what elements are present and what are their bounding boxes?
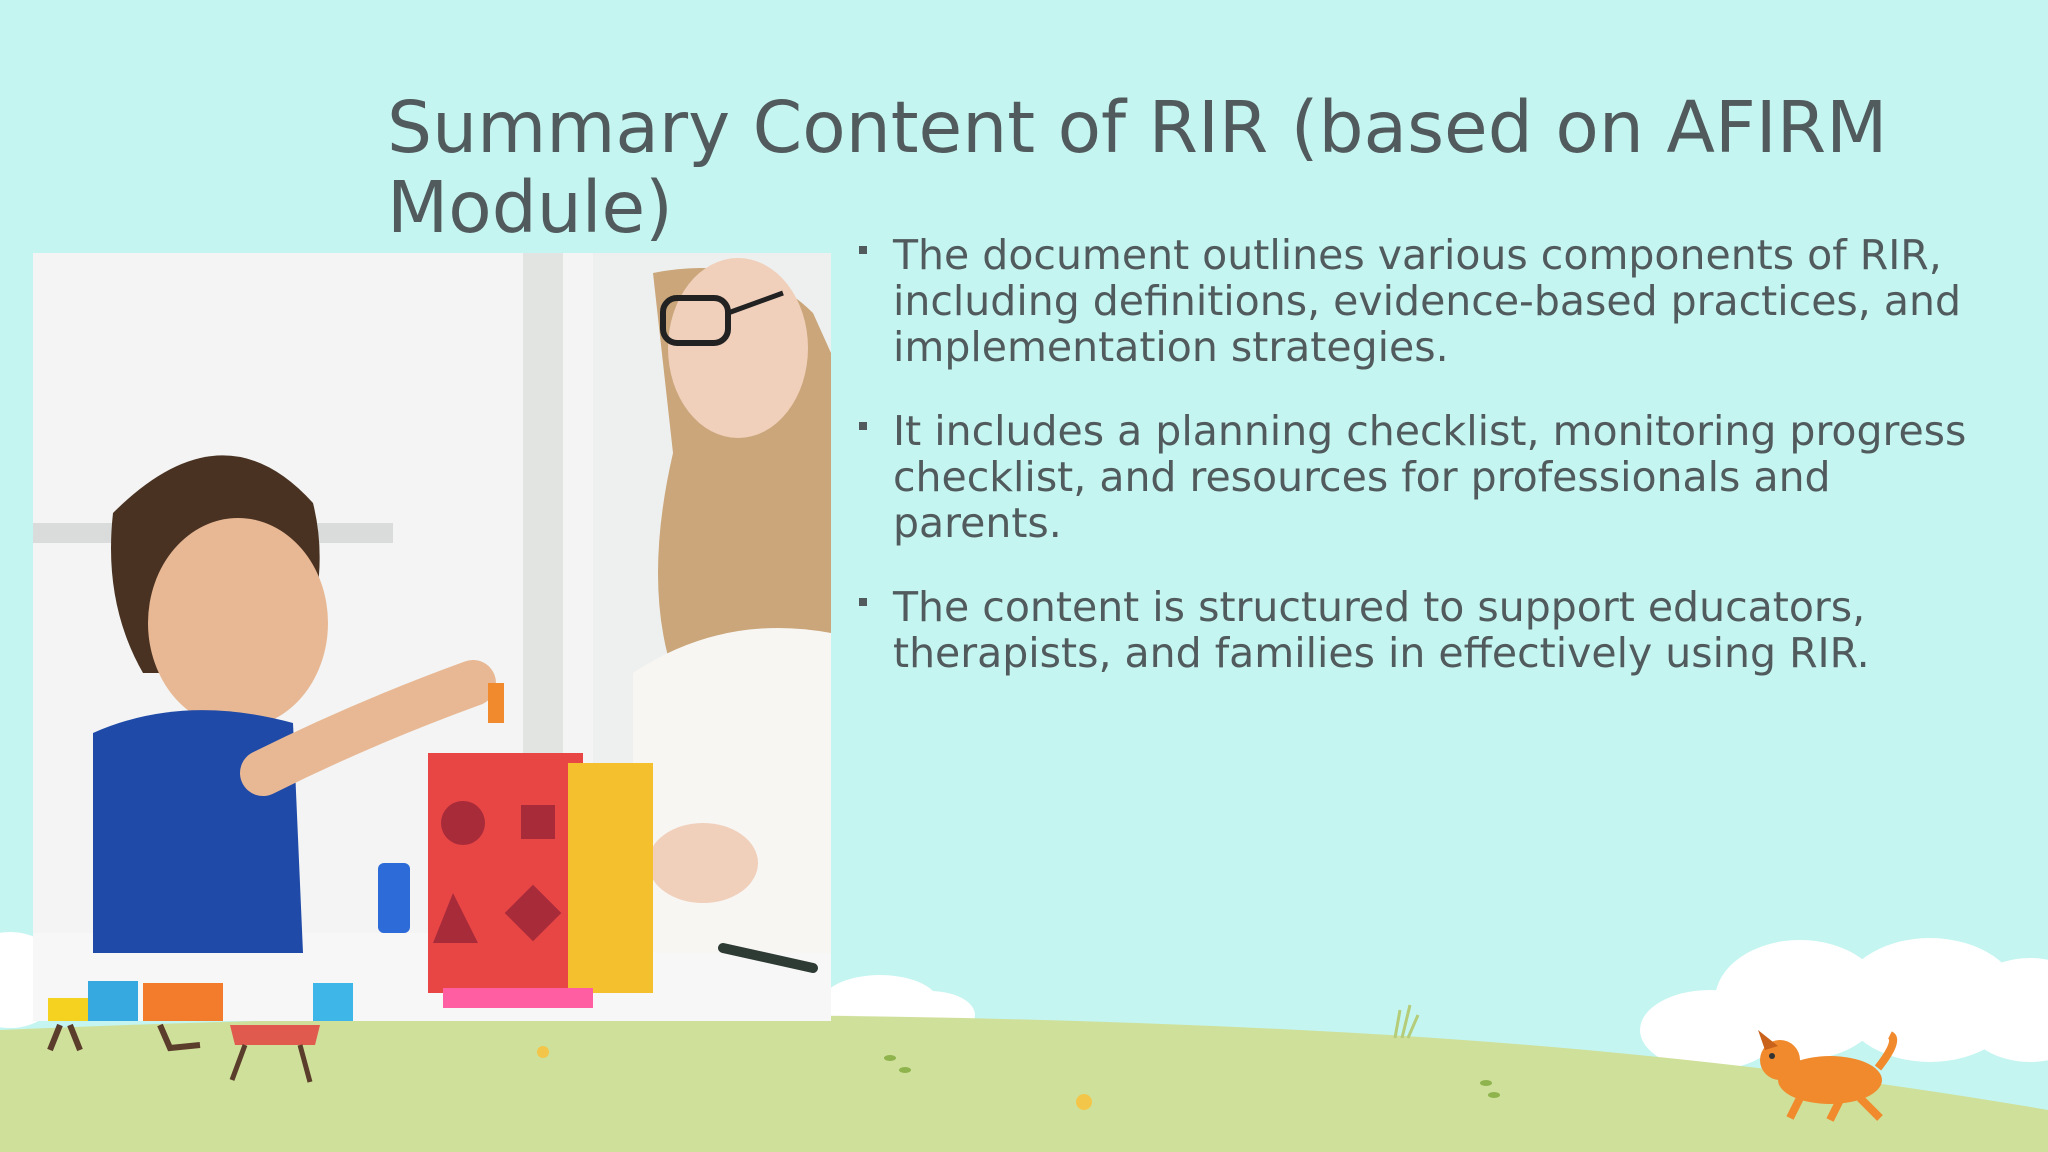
bullet-item: It includes a planning checklist, monito… bbox=[855, 408, 2005, 546]
dog-icon bbox=[1758, 1030, 1897, 1122]
flower-icon bbox=[537, 1046, 1092, 1110]
bullet-text: The document outlines various components… bbox=[893, 231, 1961, 371]
bullet-list: The document outlines various components… bbox=[855, 232, 2005, 714]
square-bullet-icon bbox=[859, 598, 867, 606]
bullet-item: The content is structured to support edu… bbox=[855, 584, 2005, 676]
child-with-shape-sorter-photo bbox=[33, 253, 831, 1021]
grass-hill bbox=[0, 1015, 2048, 1152]
bullet-item: The document outlines various components… bbox=[855, 232, 2005, 370]
grass-tuft bbox=[1393, 1004, 1420, 1039]
slide-title: Summary Content of RIR (based on AFIRM M… bbox=[387, 86, 1888, 249]
bullet-text: It includes a planning checklist, monito… bbox=[893, 407, 1967, 547]
cloud-right bbox=[1640, 938, 2048, 1070]
square-bullet-icon bbox=[859, 422, 867, 430]
leaf-icon bbox=[884, 1055, 1500, 1098]
square-bullet-icon bbox=[859, 246, 867, 254]
walking-figures bbox=[47, 1023, 320, 1083]
bullet-text: The content is structured to support edu… bbox=[893, 583, 1870, 677]
photo-illustration bbox=[33, 253, 831, 1021]
